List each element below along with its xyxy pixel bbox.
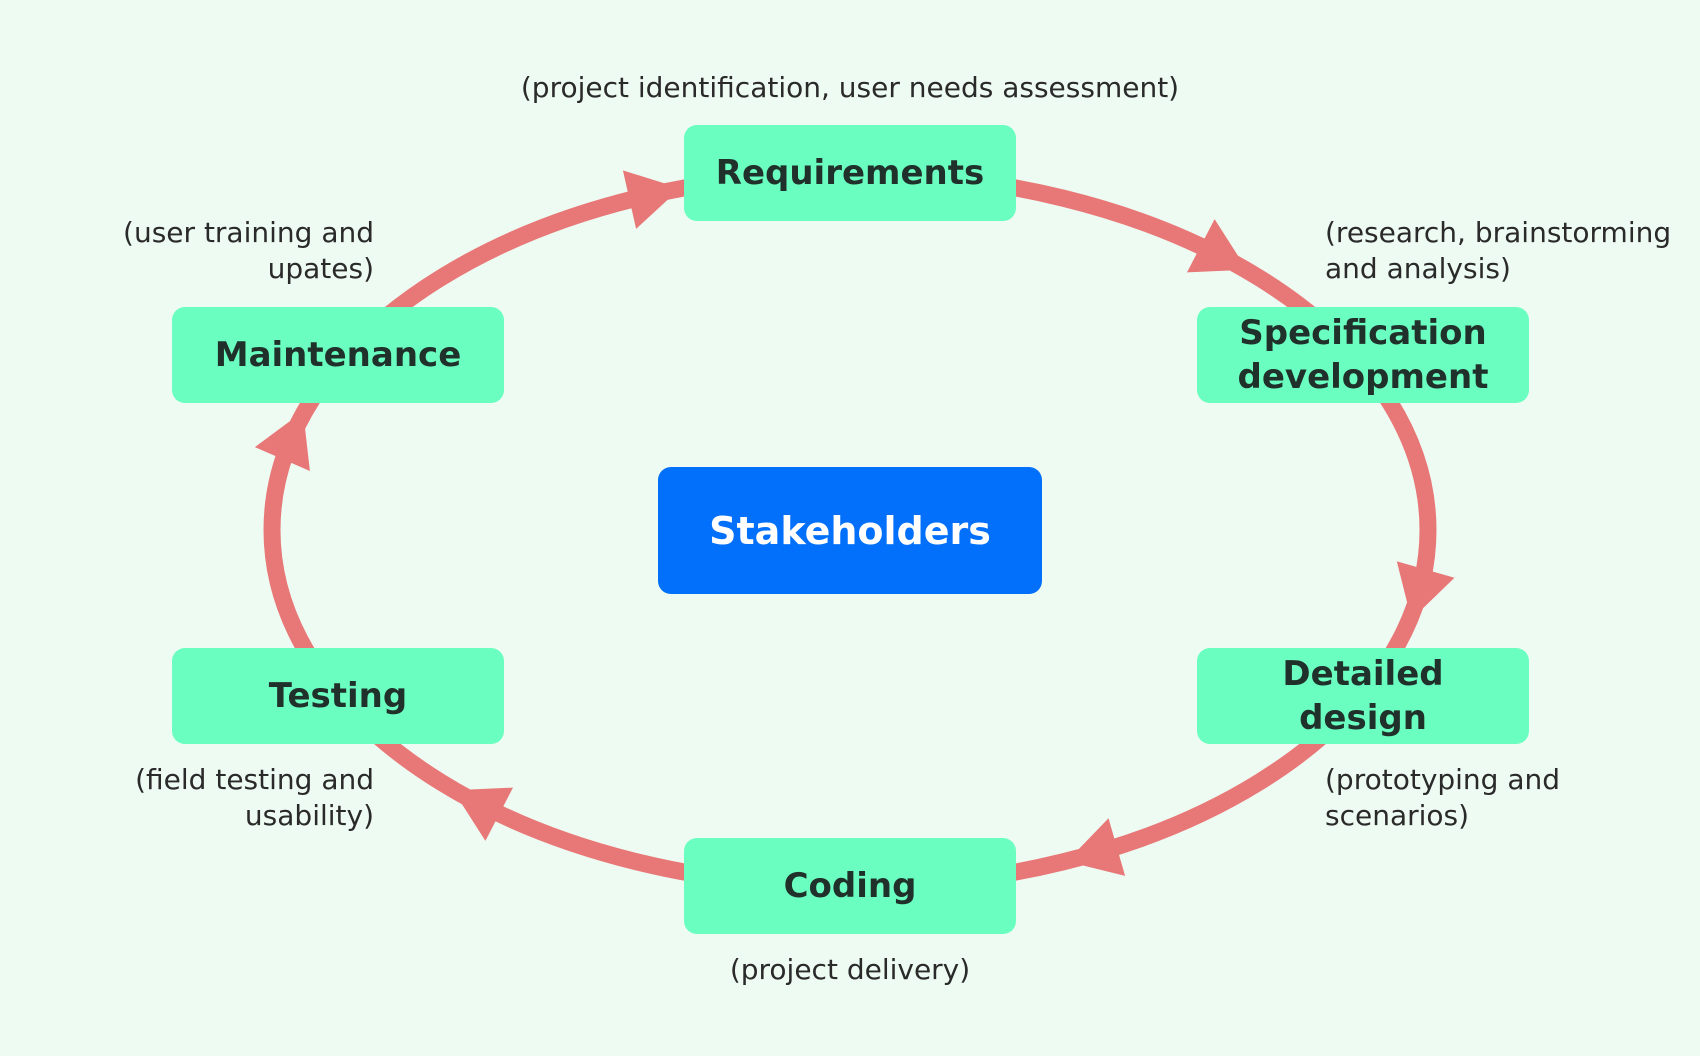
caption-detailed-design-line2: scenarios) (1325, 799, 1470, 832)
stage-requirements-label: Requirements (715, 153, 985, 193)
stakeholders-box: Stakeholders (658, 467, 1042, 594)
stage-specification-development: Specification development (1197, 307, 1529, 403)
caption-specification-development: (research, brainstorming and analysis) (1325, 215, 1671, 287)
arrow-head-left (254, 411, 310, 471)
caption-testing-line2: usability) (244, 799, 374, 832)
caption-requirements: (project identification, user needs asse… (500, 70, 1200, 106)
caption-maintenance: (user training and upates) (123, 215, 374, 287)
caption-coding: (project delivery) (600, 952, 1100, 988)
caption-requirements-line1: (project identification, user needs asse… (520, 71, 1180, 104)
arrow-head-right (1396, 561, 1455, 620)
stage-testing-label: Testing (268, 676, 408, 716)
arrow-head-top-left (622, 170, 681, 229)
stage-maintenance: Maintenance (172, 307, 504, 403)
stage-detailed-design-label-line1: Detailed (1282, 654, 1444, 694)
caption-detailed-design-line1: (prototyping and (1325, 763, 1561, 796)
stakeholders-label: Stakeholders (709, 508, 991, 553)
stage-detailed-design-label-line2: design (1299, 698, 1427, 738)
caption-coding-line1: (project delivery) (729, 953, 971, 986)
arrow-head-bottom-right (1066, 818, 1126, 876)
stage-maintenance-label: Maintenance (214, 335, 462, 375)
stage-requirements: Requirements (684, 125, 1016, 221)
stage-coding: Coding (684, 838, 1016, 934)
stage-coding-label: Coding (783, 866, 917, 906)
caption-maintenance-line2: upates) (267, 252, 374, 285)
stage-detailed-design: Detailed design (1197, 648, 1529, 744)
stage-specification-label-line2: development (1237, 357, 1489, 397)
caption-specification-line1: (research, brainstorming (1325, 216, 1672, 249)
arrow-head-bottom-left (453, 787, 513, 841)
stage-testing: Testing (172, 648, 504, 744)
arrow-head-top-right (1187, 219, 1247, 273)
caption-testing: (field testing and usability) (135, 762, 374, 834)
stage-specification-label-line1: Specification (1239, 313, 1487, 353)
caption-testing-line1: (field testing and (135, 763, 374, 796)
caption-maintenance-line1: (user training and (123, 216, 374, 249)
caption-specification-line2: and analysis) (1325, 252, 1511, 285)
caption-detailed-design: (prototyping and scenarios) (1325, 762, 1560, 834)
